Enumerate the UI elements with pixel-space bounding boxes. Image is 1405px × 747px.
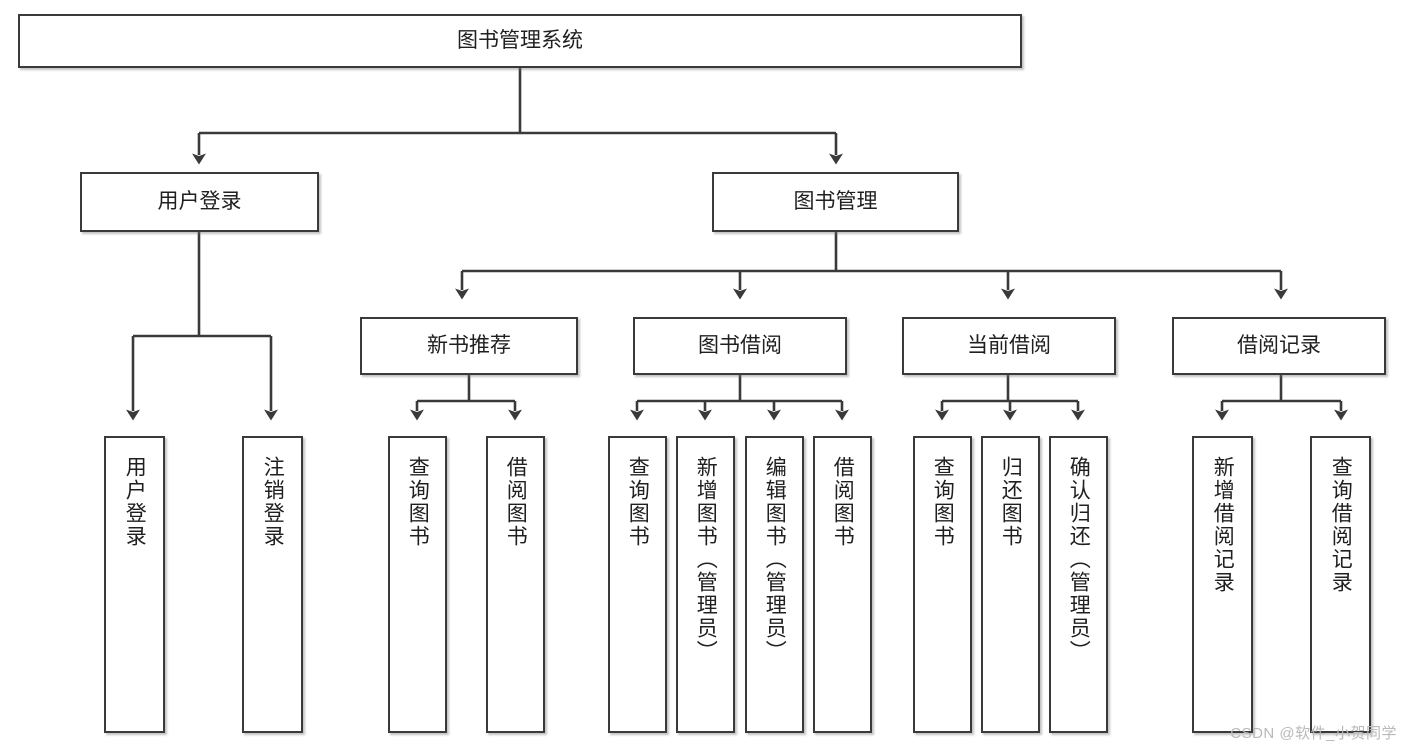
node-user-login[interactable]: 用户登录 [80, 172, 319, 232]
node-label: 图书管理 [793, 190, 878, 214]
leaf-current-return-book[interactable]: 归还图书 [981, 436, 1040, 733]
leaf-user-login-signout[interactable]: 注销登录 [242, 436, 303, 733]
node-label: 编辑图书（管理员） [763, 456, 787, 663]
leaf-borrow-query-book[interactable]: 查询图书 [608, 436, 667, 733]
watermark-credit: CSDN @软件_小贺同学 [1230, 725, 1397, 742]
leaf-record-query[interactable]: 查询借阅记录 [1310, 436, 1371, 733]
leaf-current-confirm-return-admin[interactable]: 确认归还（管理员） [1049, 436, 1108, 733]
node-label: 查询图书 [931, 456, 955, 548]
node-label: 确认归还（管理员） [1067, 456, 1091, 663]
leaf-user-login-signin[interactable]: 用户登录 [104, 436, 165, 733]
node-label: 当前借阅 [967, 334, 1051, 358]
node-root-system[interactable]: 图书管理系统 [18, 14, 1022, 68]
node-label: 借阅图书 [831, 456, 855, 548]
node-label: 借阅记录 [1237, 334, 1321, 358]
node-label: 图书管理系统 [457, 29, 583, 53]
leaf-new-book-borrow[interactable]: 借阅图书 [486, 436, 545, 733]
node-label: 注销登录 [261, 456, 285, 548]
node-new-book-recommend[interactable]: 新书推荐 [360, 317, 578, 375]
leaf-borrow-borrow-book[interactable]: 借阅图书 [813, 436, 872, 733]
node-book-borrow[interactable]: 图书借阅 [633, 317, 847, 375]
node-label: 查询图书 [626, 456, 650, 548]
node-label: 用户登录 [157, 190, 242, 214]
node-label: 归还图书 [999, 456, 1023, 548]
node-label: 用户登录 [123, 456, 147, 548]
node-label: 新书推荐 [427, 334, 511, 358]
leaf-record-add[interactable]: 新增借阅记录 [1192, 436, 1253, 733]
node-label: 借阅图书 [504, 456, 528, 548]
node-label: 查询借阅记录 [1329, 456, 1353, 594]
node-current-borrow[interactable]: 当前借阅 [902, 317, 1116, 375]
node-label: 新增图书（管理员） [694, 456, 718, 663]
node-label: 查询图书 [406, 456, 430, 548]
node-book-management[interactable]: 图书管理 [712, 172, 959, 232]
leaf-new-book-query[interactable]: 查询图书 [388, 436, 447, 733]
leaf-borrow-add-book-admin[interactable]: 新增图书（管理员） [676, 436, 735, 733]
node-label: 新增借阅记录 [1211, 456, 1235, 594]
leaf-borrow-edit-book-admin[interactable]: 编辑图书（管理员） [745, 436, 804, 733]
node-label: 图书借阅 [698, 334, 782, 358]
node-borrow-record[interactable]: 借阅记录 [1172, 317, 1386, 375]
leaf-current-query-book[interactable]: 查询图书 [913, 436, 972, 733]
